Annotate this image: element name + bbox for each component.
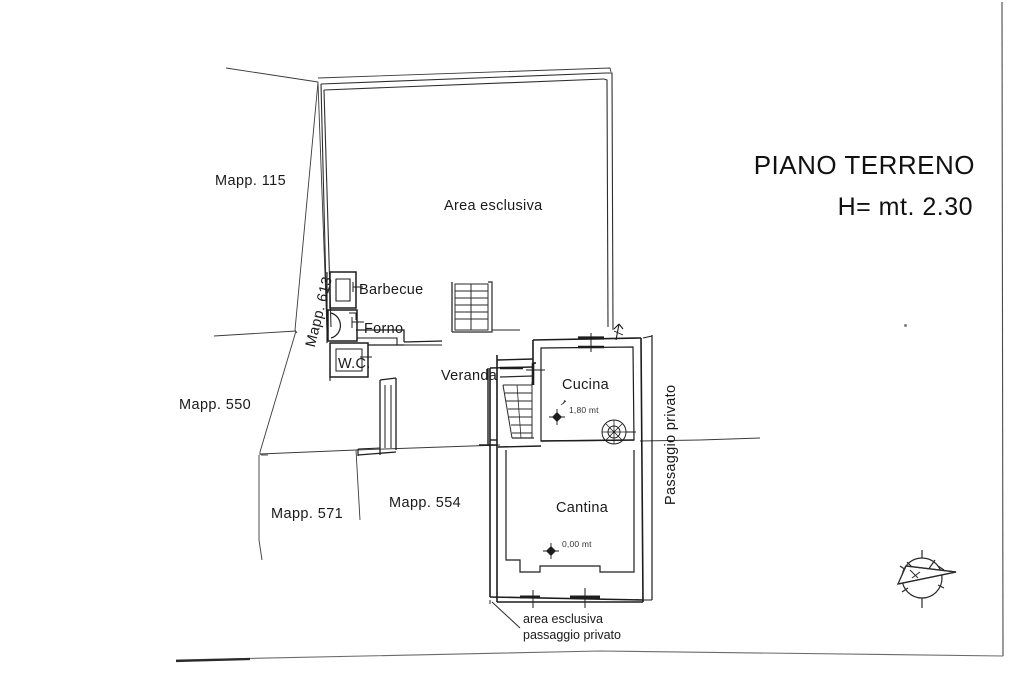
area-esclusiva-boundary (320, 72, 614, 331)
page-title: PIANO TERRENO (753, 150, 975, 180)
bottom-annotation-line-1: area esclusiva (523, 612, 603, 626)
parcel-label-mapp-571: Mapp. 571 (271, 506, 344, 522)
parcel-label-mapp-550: Mapp. 550 (179, 397, 252, 413)
room-label-forno: Forno (364, 321, 404, 337)
openings (351, 282, 604, 608)
level-marker-cucina-symbol (549, 399, 567, 425)
ceiling-height-label: H= mt. 2.30 (837, 193, 973, 221)
interior-staircase (499, 375, 534, 439)
veranda-walls (479, 358, 534, 446)
exterior-staircase (451, 281, 520, 333)
property-boundary-lines (213, 67, 761, 561)
level-value-cantina: 0,00 mt (562, 539, 592, 549)
circular-fixture-icon (601, 419, 636, 445)
bottom-annotation-line-2: passaggio privato (523, 627, 621, 642)
parcel-label-mapp-115: Mapp. 115 (215, 173, 287, 189)
sheet-border (175, 1, 1004, 663)
parcel-label-mapp-554: Mapp. 554 (389, 495, 462, 511)
room-label-wc: W.C. (338, 356, 371, 372)
scan-artifact-speck (904, 324, 907, 327)
room-label-cucina: Cucina (562, 377, 609, 393)
north-arrow-icon (613, 323, 624, 341)
passage-label-passaggio-privato: Passaggio privato (663, 384, 679, 505)
title-block: PIANO TERRENO H= mt. 2.30 (700, 150, 975, 222)
note-leader-line (489, 600, 521, 629)
service-block-walls (326, 271, 443, 456)
compass-rose-icon (896, 550, 957, 608)
room-label-area-esclusiva: Area esclusiva (444, 198, 543, 214)
level-value-cucina: 1,80 mt (569, 405, 599, 415)
room-label-veranda: Veranda (441, 368, 498, 384)
bottom-annotation: area esclusiva passaggio privato (523, 612, 621, 643)
room-label-barbecue: Barbecue (359, 282, 424, 298)
building-walls (489, 335, 653, 603)
level-marker-cantina-symbol (543, 543, 559, 559)
room-label-cantina: Cantina (556, 500, 609, 516)
